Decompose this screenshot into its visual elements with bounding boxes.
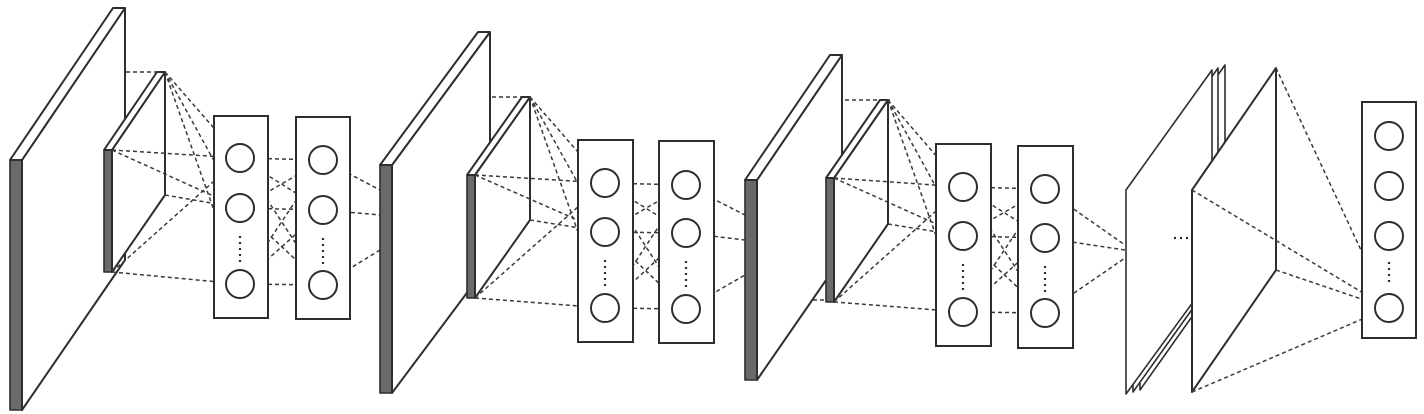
neuron-circle-icon (1374, 293, 1404, 323)
stage-2-input-plane (379, 31, 491, 394)
stage-1-neuron-column-b (295, 116, 351, 320)
neuron-circle-icon (308, 145, 338, 175)
neuron-circle-icon (225, 269, 255, 299)
neuron-circle-icon (671, 218, 701, 248)
neuron-circle-icon (590, 293, 620, 323)
stage-3-neuron-column-b (1017, 145, 1074, 349)
stage-2-neuron-column-b (658, 140, 715, 344)
neuron-circle-icon (948, 297, 978, 327)
stage-1-neuron-column-a (213, 115, 269, 319)
neuron-circle-icon (671, 294, 701, 324)
neuron-circle-icon (1374, 121, 1404, 151)
stage-1-input-plane (9, 7, 126, 411)
neuron-circle-icon (671, 170, 701, 200)
stage-3-feature-plane (825, 99, 889, 303)
neuron-circle-icon (225, 193, 255, 223)
neuron-circle-icon (225, 143, 255, 173)
neuron-circle-icon (1374, 171, 1404, 201)
neuron-circle-icon (948, 221, 978, 251)
neuron-circle-icon (308, 195, 338, 225)
neuron-circle-icon (1030, 298, 1060, 328)
neuron-circle-icon (1030, 223, 1060, 253)
stage-2-neuron-column-a (577, 139, 634, 343)
stage-3 (744, 54, 1126, 381)
neuron-circle-icon (1030, 174, 1060, 204)
stage-1 (9, 7, 381, 411)
stage-2 (379, 31, 746, 394)
stage-3-neuron-column-a (935, 143, 992, 347)
output-neuron-column (1361, 101, 1417, 339)
neuron-circle-icon (590, 217, 620, 247)
stacked-feature-maps (1125, 64, 1226, 395)
neuron-circle-icon (1374, 221, 1404, 251)
neuron-circle-icon (590, 168, 620, 198)
neuron-circle-icon (948, 172, 978, 202)
neuron-circle-icon (308, 270, 338, 300)
output-section (1125, 64, 1417, 395)
